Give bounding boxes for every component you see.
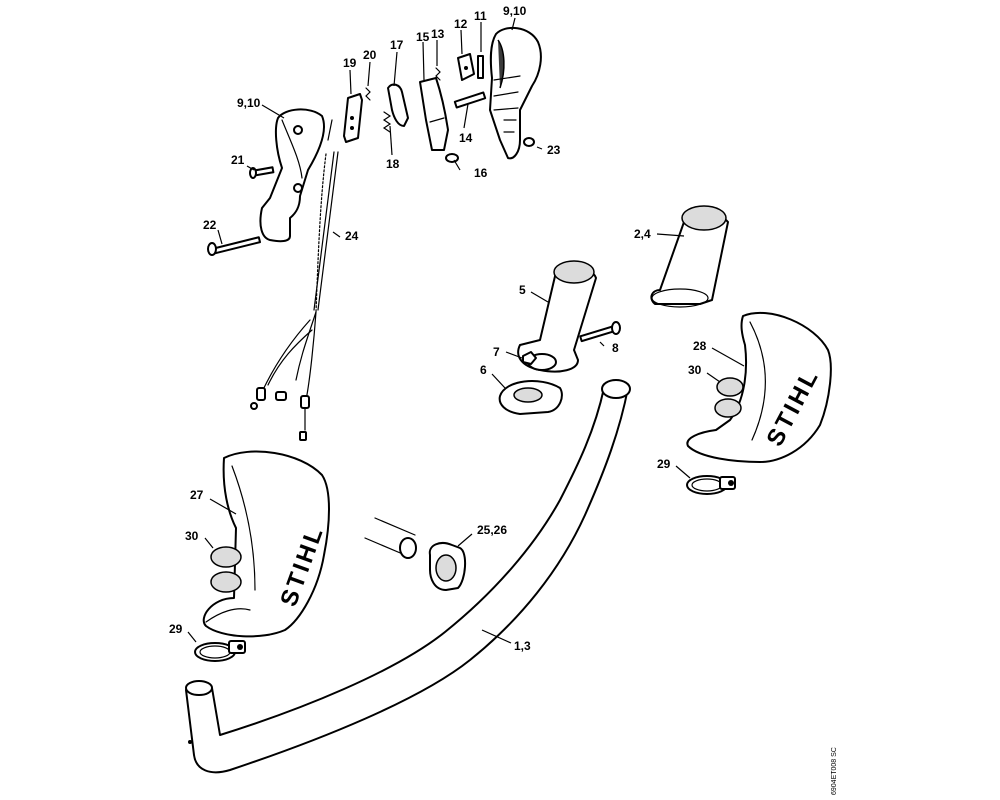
pin-11: [477, 55, 484, 79]
callout-20: 20: [363, 48, 377, 62]
handlebar-tube: [185, 379, 631, 774]
callout-13: 13: [431, 27, 445, 41]
nut-23: [523, 137, 535, 147]
screw-8: [579, 321, 621, 343]
callout-22: 22: [203, 218, 217, 232]
callout-16: 16: [474, 166, 488, 180]
callout-6: 6: [480, 363, 487, 377]
callout-11: 11: [474, 9, 487, 23]
callout-8: 8: [612, 341, 619, 355]
callout-14: 14: [459, 131, 473, 145]
callout-2-4: 2,4: [634, 227, 651, 241]
right-handle-housing: [489, 26, 542, 160]
callout-12: 12: [454, 17, 468, 31]
leader-lines: [187, 17, 745, 644]
callout-18: 18: [386, 157, 400, 171]
throttle-trigger-15: [419, 77, 449, 151]
interlock-lever-19: [343, 93, 363, 143]
callout-23: 23: [547, 143, 561, 157]
callout-25-26: 25,26: [477, 523, 507, 537]
callout-29-right: 29: [657, 457, 671, 471]
screw-22: [207, 236, 262, 256]
tube-clamp: [364, 517, 466, 591]
left-handle-housing: [259, 108, 326, 243]
right-hose-clamp: [686, 475, 736, 495]
callout-24: 24: [345, 229, 359, 243]
lever-17: [387, 83, 409, 127]
grip-handle-2-4: [650, 205, 729, 308]
left-shield: STIHL: [202, 450, 330, 638]
left-hose-clamp: [194, 640, 246, 662]
clamp-bracket-6: [498, 380, 563, 415]
callout-9-10-left: 9,10: [237, 96, 261, 110]
callout-9-10-top: 9,10: [503, 4, 527, 18]
callout-28: 28: [693, 339, 707, 353]
screw-21: [249, 166, 275, 179]
callout-30-right: 30: [688, 363, 702, 377]
throttle-cable: [250, 119, 339, 441]
callout-5: 5: [519, 283, 526, 297]
callout-17: 17: [390, 38, 404, 52]
drawing-reference: 6904ET008 SC: [831, 747, 838, 795]
callout-15: 15: [416, 30, 430, 44]
callout-19: 19: [343, 56, 357, 70]
callout-1-3: 1,3: [514, 639, 531, 653]
nut-16: [445, 153, 459, 163]
callout-30-left: 30: [185, 529, 199, 543]
slide-12: [457, 53, 475, 81]
callout-27: 27: [190, 488, 204, 502]
callout-labels: 9,10 11 12 13 15 17 20 19 9,10 21 22 24 …: [169, 4, 707, 653]
spring-13: [435, 67, 441, 81]
spring-20: [365, 87, 371, 101]
callout-21: 21: [231, 153, 245, 167]
right-shield: STIHL: [686, 311, 832, 463]
nut-7: [522, 351, 537, 365]
torsion-spring-18: [382, 111, 392, 133]
rod-14: [453, 91, 487, 109]
callout-7: 7: [493, 345, 500, 359]
callout-29-left: 29: [169, 622, 183, 636]
